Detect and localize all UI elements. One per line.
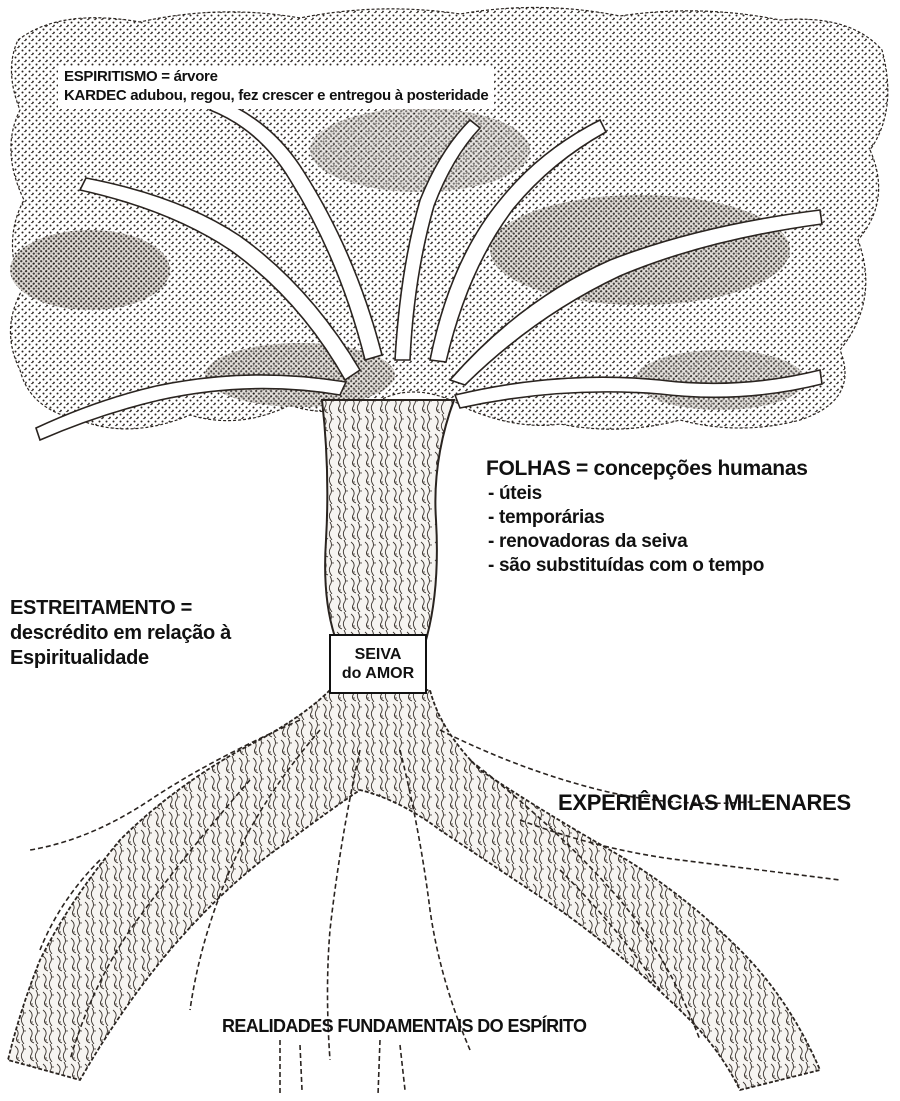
narrowing-heading: ESTREITAMENTO = [10, 596, 231, 621]
sap-of-love-box: SEIVA do AMOR [329, 634, 427, 694]
spiritism-title-block: ESPIRITISMO = árvore KARDEC adubou, rego… [58, 66, 494, 109]
fundamental-realities-label: REALIDADES FUNDAMENTAIS DO ESPÍRITO [222, 1016, 586, 1037]
narrowing-text-line: descrédito em relação à [10, 621, 231, 646]
millenary-experiences-label: EXPERIÊNCIAS MILENARES [558, 790, 851, 816]
leaves-item: - são substituídas com o tempo [486, 554, 808, 578]
narrowing-annotation: ESTREITAMENTO = descrédito em relação à … [10, 596, 231, 671]
spiritism-definition: ESPIRITISMO = árvore [64, 68, 488, 87]
narrowing-text-line: Espiritualidade [10, 646, 231, 671]
leaves-item: - renovadoras da seiva [486, 530, 808, 554]
sap-box-line: SEIVA [355, 645, 402, 664]
leaves-annotation: FOLHAS = concepções humanas - úteis - te… [486, 456, 808, 577]
leaves-item: - úteis [486, 482, 808, 506]
kardec-statement: KARDEC adubou, regou, fez crescer e entr… [64, 87, 488, 106]
leaves-item: - temporárias [486, 506, 808, 530]
leaves-heading: FOLHAS = concepções humanas [486, 456, 808, 482]
tree-trunk [322, 400, 454, 640]
sap-box-line: do AMOR [342, 664, 414, 683]
